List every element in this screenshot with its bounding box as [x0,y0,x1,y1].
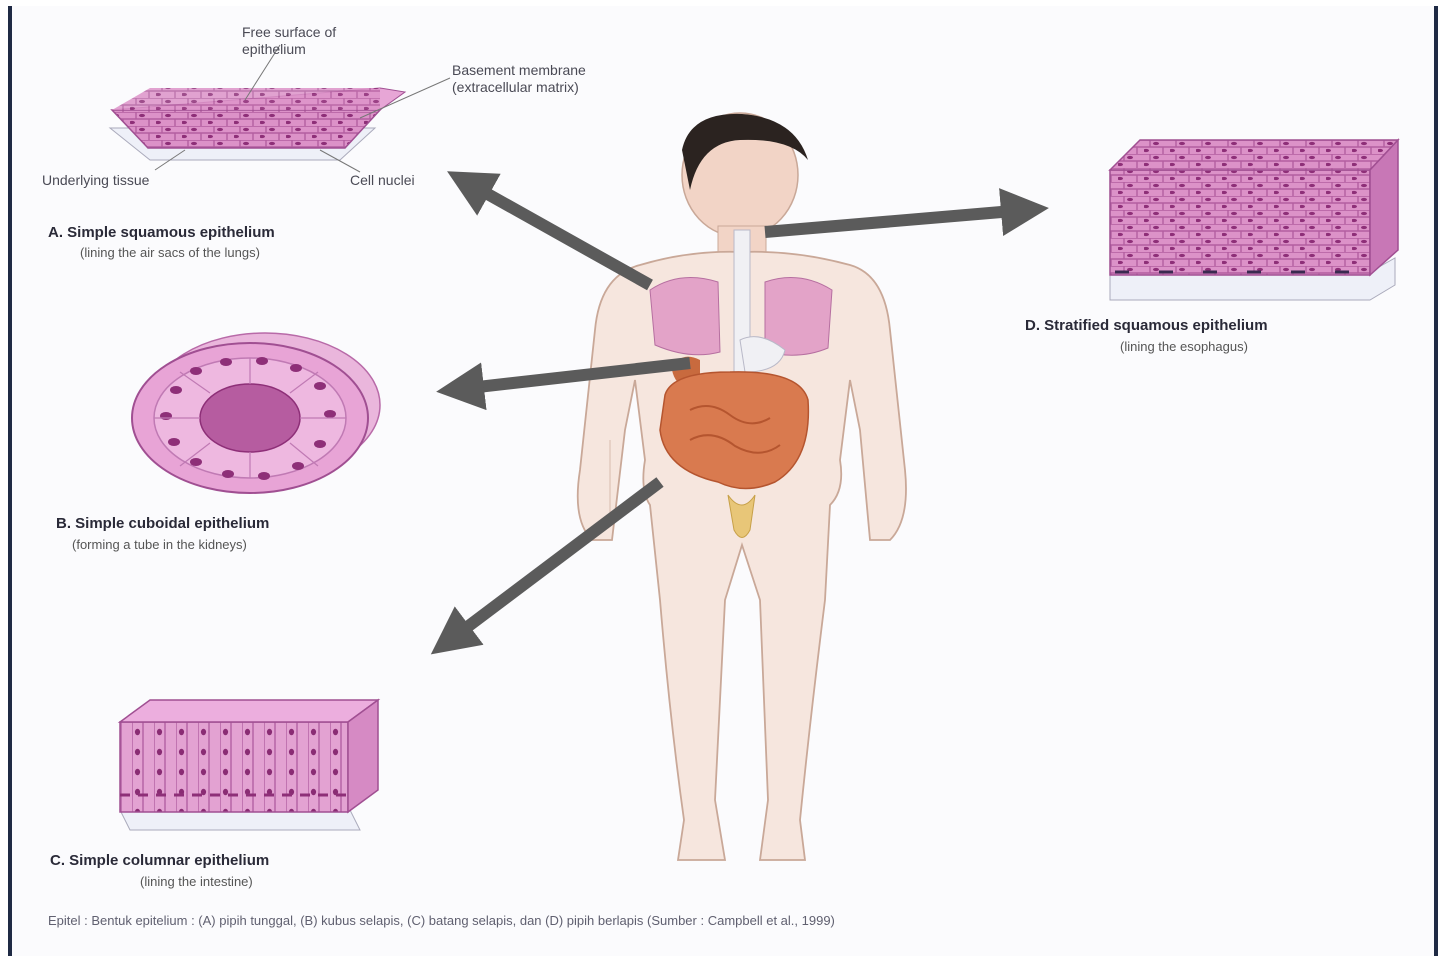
panel-d-title: D. Stratified squamous epithelium [1025,317,1268,334]
panel-b-subtitle: (forming a tube in the kidneys) [72,537,247,552]
callout-cell-nuclei: Cell nuclei [350,172,420,189]
cuboidal-tube-b [132,333,380,493]
columnar-block-c [120,700,378,830]
panel-c-subtitle: (lining the intestine) [140,874,253,889]
stratified-block-d [1110,140,1398,300]
squamous-block-a [110,45,450,172]
callout-basement-membrane: Basement membrane (extracellular matrix) [452,62,602,96]
callout-underlying-tissue: Underlying tissue [42,172,162,189]
panel-c-title: C. Simple columnar epithelium [50,852,269,869]
panel-a-subtitle: (lining the air sacs of the lungs) [80,245,260,260]
panel-d-subtitle: (lining the esophagus) [1120,339,1248,354]
panel-a-title: A. Simple squamous epithelium [48,224,275,241]
callout-free-surface: Free surface of epithelium [242,24,382,58]
figure-caption: Epitel : Bentuk epitelium : (A) pipih tu… [48,912,1418,930]
panel-b-title: B. Simple cuboidal epithelium [56,515,269,532]
